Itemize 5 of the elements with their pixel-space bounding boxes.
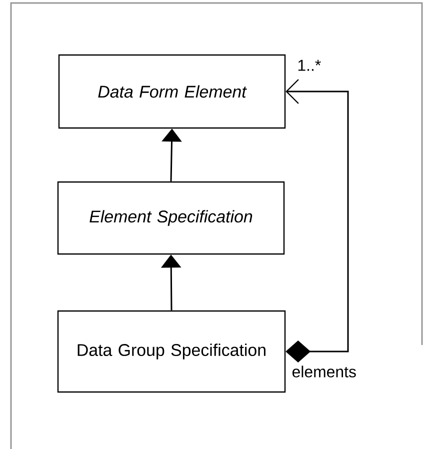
class-box: Element Specification bbox=[57, 181, 285, 255]
class-box: Data Form Element bbox=[58, 54, 286, 129]
role-label: elements bbox=[292, 366, 356, 378]
class-box: Data Group Specification bbox=[57, 310, 286, 393]
association-arrow bbox=[286, 79, 349, 362]
